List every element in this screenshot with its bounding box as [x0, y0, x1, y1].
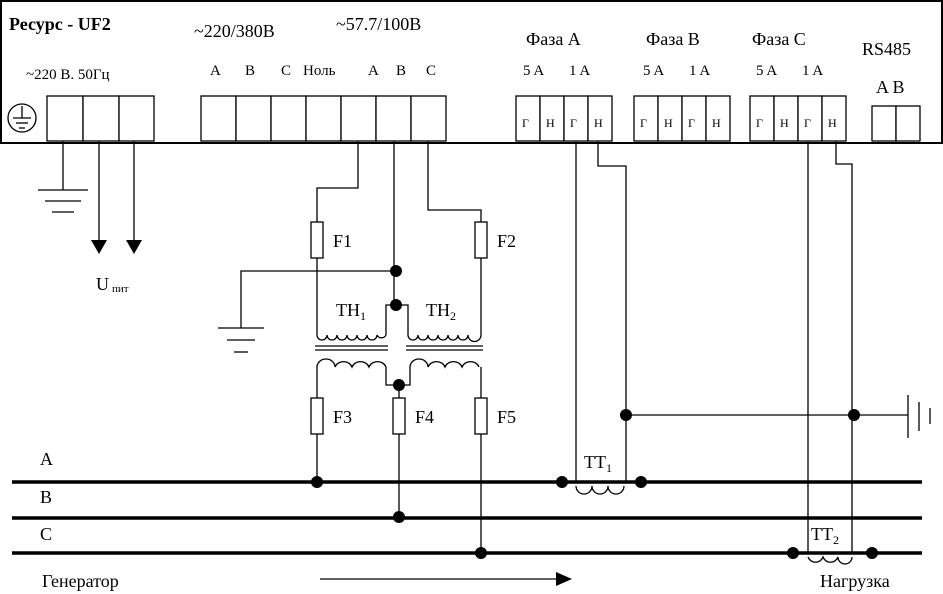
- phase-b-range-1a: 1 A: [689, 63, 710, 79]
- supply-voltage-label: ~220 В. 50Гц: [26, 67, 110, 83]
- phase-c-terminal-n2: Н: [828, 116, 837, 130]
- source-label: Генератор: [42, 571, 119, 591]
- ct-tt2-label: TT2: [811, 524, 839, 547]
- fuse-f5: [474, 397, 488, 435]
- fuse-f3: [310, 397, 324, 435]
- voltage-input-label-a2: A: [368, 63, 379, 79]
- bus-c-label: C: [40, 524, 52, 544]
- phase-a-terminal-g2: Г: [570, 116, 577, 130]
- rs485-ab-label: A B: [876, 77, 905, 97]
- rs485-label: RS485: [862, 39, 911, 59]
- bus-a-label: A: [40, 449, 53, 469]
- phase-c-label: Фаза C: [752, 29, 806, 49]
- phase-b-terminal-g1: Г: [640, 116, 647, 130]
- phase-b-terminal-g2: Г: [688, 116, 695, 130]
- voltage-terminal-block: [200, 95, 447, 142]
- phase-a-range-5a: 5 A: [523, 63, 544, 79]
- supply-wiring: [38, 141, 142, 254]
- vt-th2-label: TH2: [426, 300, 456, 323]
- protective-earth-icon: [7, 103, 37, 133]
- load-label: Нагрузка: [820, 571, 890, 591]
- phase-a-terminal-block: Г Н Г Н: [515, 95, 613, 142]
- voltage-input-label-neutral: Ноль: [303, 63, 336, 79]
- phase-b-label: Фаза B: [646, 29, 700, 49]
- phase-a-label: Фаза A: [526, 29, 581, 49]
- phase-a-range-1a: 1 A: [569, 63, 590, 79]
- fuse-f3-label: F3: [333, 407, 352, 427]
- rs485-terminal-block: [871, 105, 921, 142]
- bus-b-label: B: [40, 487, 52, 507]
- phase-voltage-label: ~57.7/100В: [336, 14, 421, 34]
- ct-tt1-label: TT1: [584, 452, 612, 475]
- fuse-f5-label: F5: [497, 407, 516, 427]
- voltage-input-label-a: A: [210, 63, 221, 79]
- fuse-f4-label: F4: [415, 407, 434, 427]
- voltage-wiring: F1 F2 TH1 TH2: [218, 141, 516, 559]
- three-phase-voltage-label: ~220/380В: [194, 21, 275, 41]
- phase-c-terminal-n1: Н: [780, 116, 789, 130]
- phase-c-range-5a: 5 A: [756, 63, 777, 79]
- vt-th1-label: TH1: [336, 300, 366, 323]
- voltage-input-label-c: C: [281, 63, 291, 79]
- current-transformer-tt2: [787, 547, 878, 565]
- phase-a-terminal-g1: Г: [522, 116, 529, 130]
- fuse-f1-label: F1: [333, 231, 352, 251]
- current-wiring: [575, 141, 931, 553]
- phase-c-terminal-g2: Г: [804, 116, 811, 130]
- phase-a-terminal-n2: Н: [594, 116, 603, 130]
- power-flow-arrow-icon: [320, 572, 572, 586]
- fuse-f2-label: F2: [497, 231, 516, 251]
- phase-c-terminal-g1: Г: [756, 116, 763, 130]
- phase-c-terminal-block: Г Н Г Н: [749, 95, 847, 142]
- fuse-f4: [392, 397, 406, 435]
- supply-terminal-block: [46, 95, 155, 142]
- phase-b-terminal-n2: Н: [712, 116, 721, 130]
- phase-a-terminal-n1: Н: [546, 116, 555, 130]
- voltage-input-label-b2: B: [396, 63, 406, 79]
- phase-c-range-1a: 1 A: [802, 63, 823, 79]
- fuse-f1: [310, 221, 324, 259]
- device-title: Ресурс - UF2: [9, 14, 111, 34]
- phase-b-terminal-block: Г Н Г Н: [633, 95, 731, 142]
- phase-b-terminal-n1: Н: [664, 116, 673, 130]
- fuse-f2: [474, 221, 488, 259]
- voltage-input-label-c2: C: [426, 63, 436, 79]
- current-transformer-tt1: [556, 476, 647, 495]
- phase-b-range-5a: 5 A: [643, 63, 664, 79]
- voltage-input-label-b: B: [245, 63, 255, 79]
